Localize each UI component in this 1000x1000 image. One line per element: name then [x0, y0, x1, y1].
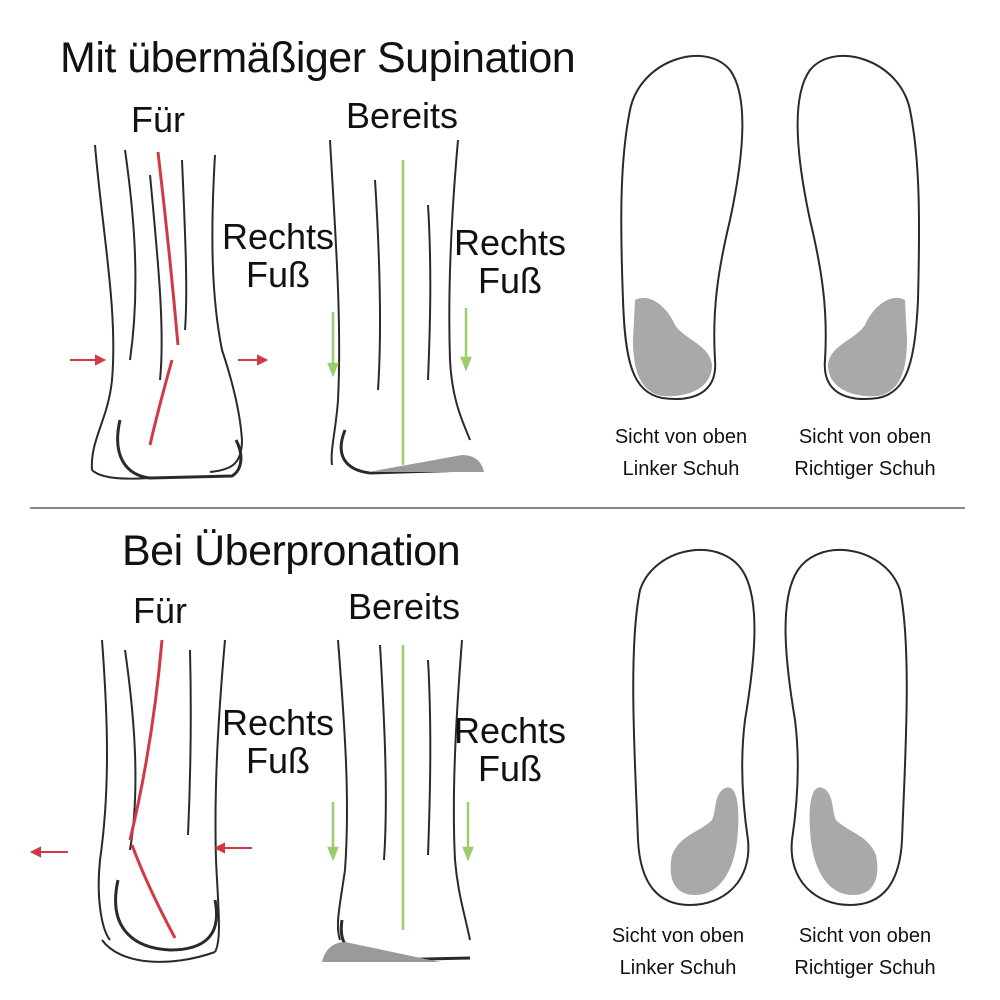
supination-insole-right — [796, 54, 921, 400]
supination-left-caption: Sicht von oben Linker Schuh — [598, 421, 764, 485]
supination-wedge — [368, 455, 484, 472]
supination-right-caption: Sicht von oben Richtiger Schuh — [780, 421, 950, 485]
supination-force-arrows — [70, 354, 269, 366]
pronation-after-green-axis — [327, 645, 474, 930]
pronation-before-side-label: Rechts Fuß — [218, 704, 338, 780]
pronation-before-label: Für — [133, 590, 187, 631]
pronation-title: Bei Überpronation — [122, 527, 461, 575]
supination-after-label: Bereits — [346, 95, 459, 136]
supination-title: Mit übermäßiger Supination — [60, 34, 576, 82]
supination-before-foot — [90, 144, 244, 480]
pronation-after-side-label: Rechts Fuß — [450, 712, 570, 788]
pronation-right-caption: Sicht von oben Richtiger Schuh — [780, 920, 950, 984]
supination-insole-left — [620, 54, 744, 400]
pronation-force-arrows — [29, 842, 252, 858]
pronation-left-caption: Sicht von oben Linker Schuh — [595, 920, 761, 984]
supination-after-green-axis — [327, 160, 472, 465]
pronation-before-red-axis — [128, 639, 177, 939]
supination-after-foot — [329, 139, 471, 475]
pronation-insole-right — [784, 549, 908, 907]
supination-before-side-label: Rechts Fuß — [218, 218, 338, 294]
side-label-line2: Fuß — [477, 259, 542, 301]
pronation-wedge — [322, 942, 440, 962]
caption-line2: Linker Schuh — [622, 458, 740, 480]
side-label-line2: Fuß — [245, 253, 310, 295]
caption-line2: Linker Schuh — [619, 957, 737, 979]
pronation-insole-left — [632, 549, 756, 907]
supination-before-label: Für — [131, 99, 185, 140]
caption-line1: Sicht von oben — [611, 925, 745, 947]
supination-after-side-label: Rechts Fuß — [450, 224, 570, 300]
side-label-line1: Rechts — [221, 216, 335, 257]
side-label-line1: Rechts — [221, 702, 335, 743]
caption-line1: Sicht von oben — [798, 426, 932, 448]
caption-line2: Richtiger Schuh — [794, 957, 936, 979]
side-label-line2: Fuß — [245, 739, 310, 781]
side-label-line2: Fuß — [477, 747, 542, 789]
side-label-line1: Rechts — [453, 222, 567, 263]
supination-before-red-axis — [148, 151, 180, 446]
caption-line2: Richtiger Schuh — [794, 458, 936, 480]
pronation-after-label: Bereits — [348, 586, 461, 627]
caption-line1: Sicht von oben — [614, 426, 748, 448]
side-label-line1: Rechts — [453, 710, 567, 751]
caption-line1: Sicht von oben — [798, 925, 932, 947]
